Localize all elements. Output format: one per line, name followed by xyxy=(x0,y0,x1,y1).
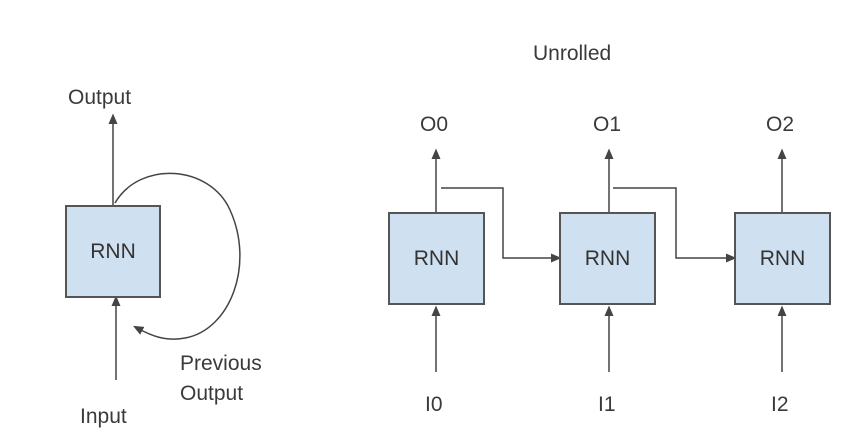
folded-output-label: Output xyxy=(68,86,132,109)
unrolled-title: Unrolled xyxy=(533,42,612,65)
feedback-loop-arrow xyxy=(114,172,241,340)
folded-rnn-cell-label: RNN xyxy=(90,239,136,263)
rnn-cell-1: RNN xyxy=(559,212,656,305)
output-label-1: O1 xyxy=(593,113,622,136)
recurrent-connection-0-1 xyxy=(441,187,562,263)
rnn-cell-0: RNN xyxy=(388,212,485,305)
output-label-2: O2 xyxy=(766,113,795,136)
rnn-cell-2-label: RNN xyxy=(759,246,806,270)
input-label-0: I0 xyxy=(425,393,443,416)
rnn-cell-2: RNN xyxy=(734,212,831,305)
folded-input-label: Input xyxy=(80,405,127,428)
input-label-1: I1 xyxy=(598,393,616,416)
output-label-0: O0 xyxy=(420,113,449,136)
feedback-label-line2: Output xyxy=(180,382,244,405)
recurrent-connection-1-2 xyxy=(613,187,737,263)
rnn-cell-0-label: RNN xyxy=(413,246,460,270)
input-label-2: I2 xyxy=(771,393,789,416)
folded-rnn-cell: RNN xyxy=(65,205,161,298)
rnn-cell-1-label: RNN xyxy=(584,246,631,270)
feedback-label-line1: Previous xyxy=(180,352,262,375)
